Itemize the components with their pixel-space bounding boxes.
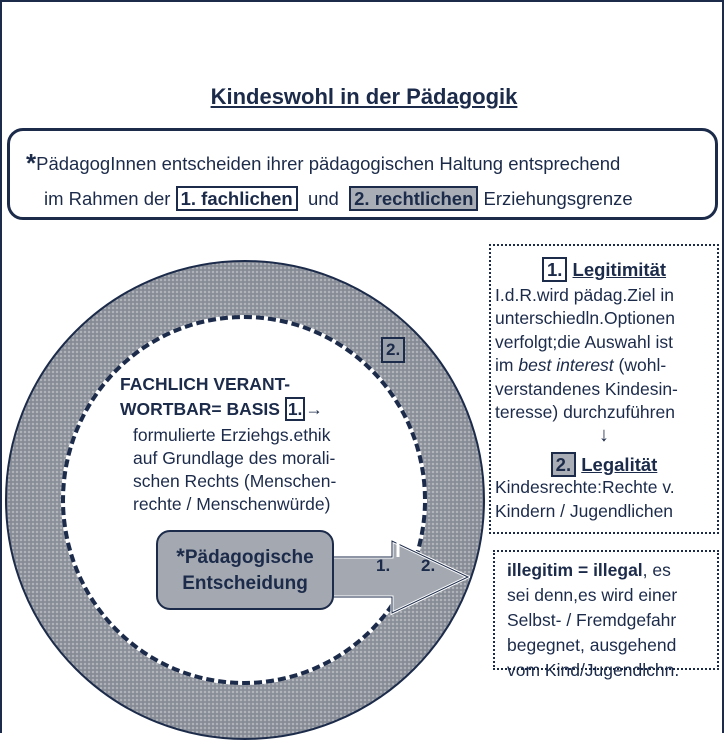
legalitaet-line: Kindesrechte:Rechte v.	[495, 477, 675, 497]
fachlich-body-line: schen Rechts (Menschen-	[133, 471, 337, 491]
decision-box: *Pädagogische Entscheidung	[156, 530, 334, 610]
fachlich-body-line: formulierte Erziehgs.ethik	[133, 425, 331, 445]
legitimitaet-line: unterschiedln.Optionen	[495, 308, 675, 328]
arrow-label-1: 1.	[376, 556, 391, 575]
fachlich-num: 1.	[284, 397, 306, 421]
legalitaet-title: Legalität	[581, 453, 658, 475]
legitimitaet-heading: 1. Legitimität	[491, 257, 717, 282]
legitimitaet-box: 1. Legitimität I.d.R.wird pädag.Ziel in …	[489, 244, 719, 534]
fachlich-label: 1. fachlichen	[175, 186, 298, 211]
arrow-label-2: 2.	[421, 556, 436, 575]
legitimitaet-line4-post: (wohl-	[618, 355, 667, 375]
star-marker: *	[26, 148, 37, 178]
inner-circle-fachlich	[61, 315, 427, 685]
legitimitaet-line4-pre: im	[495, 355, 514, 375]
legitimitaet-line: teresse) durchzuführen	[495, 402, 675, 422]
legalitaet-line: Kindern / Jugendlichen	[495, 500, 674, 521]
intro-box: *PädagogInnen entscheiden ihrer pädagogi…	[7, 128, 718, 220]
illegitim-line: Selbst- / Fremdgefahr	[507, 610, 677, 630]
decision-line1: *Pädagogische	[158, 544, 332, 571]
illegitim-rest: , es	[642, 560, 671, 580]
legitimitaet-line: verstandenes Kindesin-	[495, 378, 678, 399]
down-arrow-icon: ↓	[599, 423, 609, 446]
intro-and: und	[307, 188, 339, 209]
illegitim-line1: illegitim = illegal, es	[507, 558, 717, 583]
fachlich-body-line: auf Grundlage des morali-	[133, 448, 336, 468]
legalitaet-num: 2.	[550, 451, 577, 477]
best-interest-text: best interest	[518, 355, 614, 375]
page-title: Kindeswohl in der Pädagogik	[210, 84, 518, 109]
fachlich-heading-line2: WORTBAR= BASIS 1.→	[120, 397, 410, 422]
legitimitaet-body: I.d.R.wird pädag.Ziel in unterschiedln.O…	[491, 284, 717, 425]
decision-line2: Entscheidung	[182, 573, 308, 594]
legalitaet-body: Kindesrechte:Rechte v. Kindern / Jugendl…	[491, 476, 717, 523]
fachlich-heading-line1: FACHLICH VERANT-	[120, 374, 291, 394]
legitimitaet-title: Legitimität	[572, 259, 667, 280]
intro-text-1: PädagogInnen entscheiden ihrer pädagogis…	[36, 153, 621, 174]
right-arrow-icon: →	[305, 399, 323, 419]
intro-line-1: *PädagogInnen entscheiden ihrer pädagogi…	[26, 148, 620, 179]
legitimitaet-num: 1.	[541, 257, 568, 282]
legalitaet-heading: 2. Legalität	[491, 451, 717, 477]
illegitim-line: vom Kind/Jugendlchn.	[507, 660, 680, 680]
fachlich-body-line: rechte / Menschenwürde)	[133, 494, 331, 514]
intro-line-2: im Rahmen der 1. fachlichen und 2. recht…	[44, 186, 633, 211]
decision-text-1: Pädagogische	[184, 547, 314, 568]
illegitim-box: illegitim = illegal, es sei denn,es wird…	[493, 550, 719, 680]
intro-text-2-pre: im Rahmen der	[44, 188, 171, 209]
intro-text-2-post: Erziehungsgrenze	[483, 188, 633, 209]
fachlich-heading: FACHLICH VERANT- WORTBAR= BASIS 1.→	[120, 372, 410, 422]
rechtlich-label: 2. rechtlichen	[349, 186, 479, 211]
legitimitaet-line: I.d.R.wird pädag.Ziel in	[495, 284, 674, 305]
illegitim-line: sei denn,es wird einer	[507, 585, 678, 605]
fachlich-body: formulierte Erziehgs.ethik auf Grundlage…	[133, 424, 403, 516]
illegitim-line: begegnet, ausgehend	[507, 635, 677, 655]
outer-ring-label: 2.	[381, 337, 406, 363]
illegitim-body: illegitim = illegal, es sei denn,es wird…	[495, 552, 717, 683]
illegitim-bold: illegitim = illegal	[507, 560, 643, 580]
fachlich-heading-text: WORTBAR= BASIS	[120, 399, 280, 419]
decision-arrow	[320, 538, 470, 616]
legitimitaet-line: im best interest (wohl-	[495, 354, 717, 378]
star-marker: *	[176, 544, 185, 569]
legitimitaet-line: verfolgt;die Auswahl ist	[495, 331, 674, 352]
